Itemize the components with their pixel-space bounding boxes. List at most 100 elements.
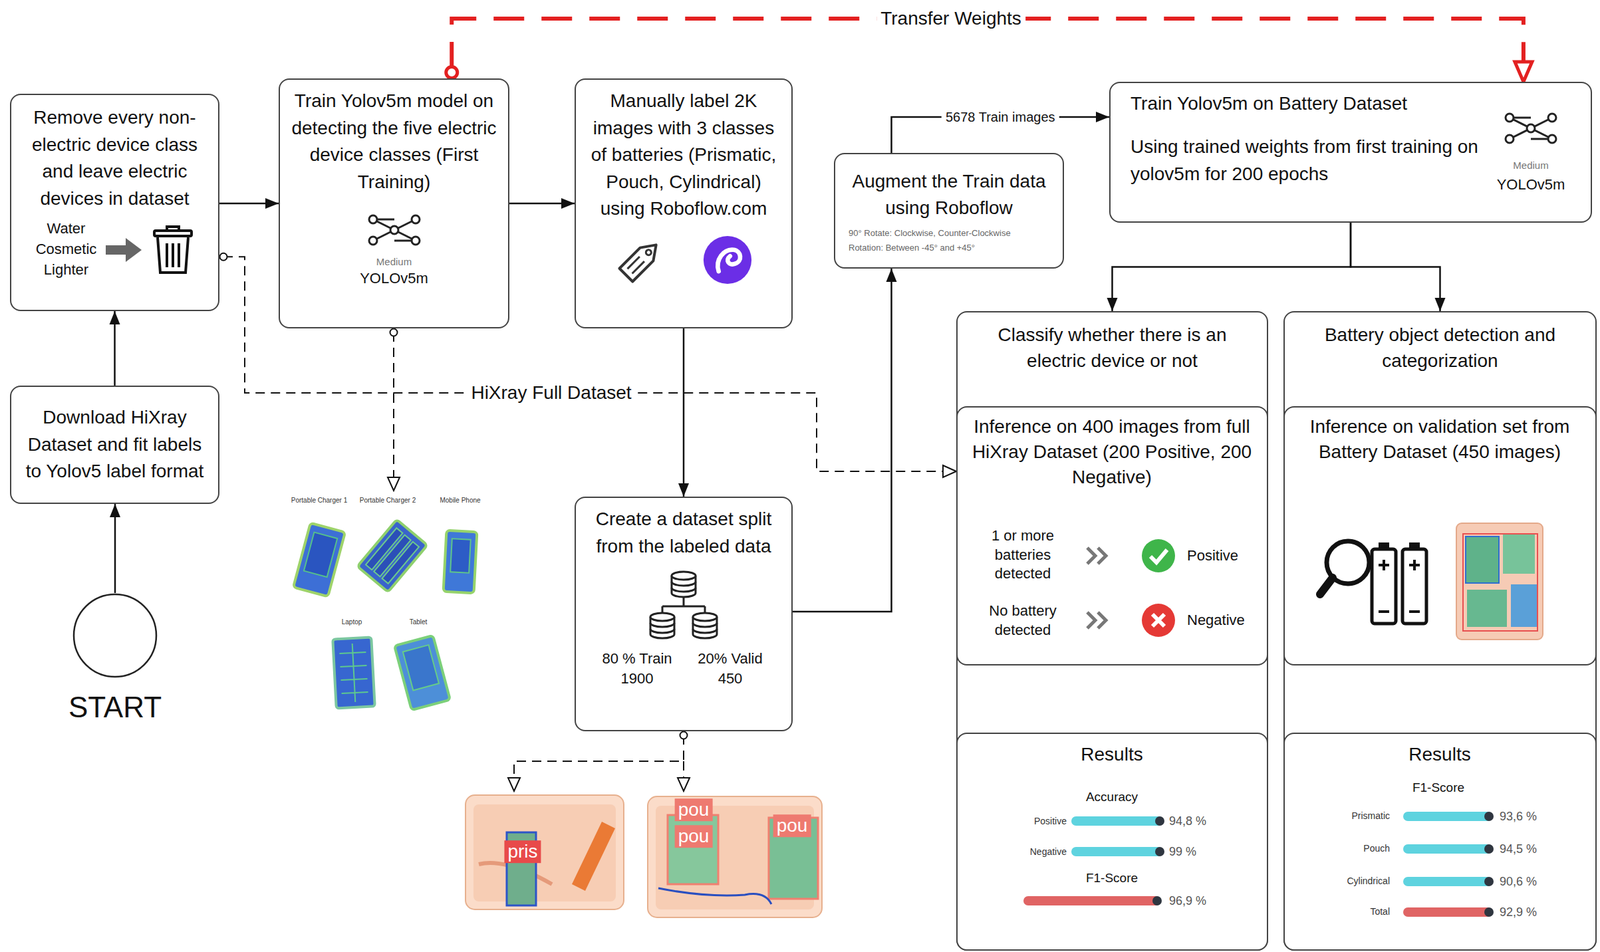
text-slot: Download HiXray Dataset and fit labels t… bbox=[19, 404, 211, 486]
edge-label-slot: HiXray Full Dataset bbox=[466, 381, 636, 405]
text-slot: Rotation: Between -45° and +45° bbox=[848, 242, 975, 255]
model-name: YOLOv5m bbox=[1496, 174, 1566, 195]
shape-rect bbox=[465, 795, 624, 910]
bar-label: Cylindrical bbox=[1346, 875, 1390, 888]
bar-cap bbox=[1155, 816, 1165, 826]
shape-rect bbox=[667, 815, 719, 885]
bar-cap bbox=[1155, 847, 1165, 857]
shape-circle bbox=[1141, 603, 1176, 638]
shape-rect bbox=[1463, 533, 1538, 632]
text-slot: Results bbox=[1080, 742, 1143, 768]
text-slot: 94,5 % bbox=[1499, 841, 1537, 858]
shape-circle bbox=[1141, 539, 1176, 573]
bar-label: Pouch bbox=[1363, 842, 1390, 856]
metric-bar bbox=[1403, 877, 1493, 887]
shape-path bbox=[662, 597, 705, 614]
trash-icon bbox=[152, 224, 194, 276]
text-slot: Classify whether there is an electric de… bbox=[966, 321, 1258, 374]
shape-path bbox=[1509, 117, 1553, 139]
label-slot: Portable Charger 1 bbox=[291, 496, 348, 505]
process-box: Train Yolov5m on Battery DatasetUsing tr… bbox=[1109, 81, 1593, 223]
shape-circle bbox=[1526, 124, 1535, 133]
augment-setting: 90° Rotate: Clockwise, Counter-Clockwise bbox=[848, 227, 1011, 240]
bar-label: Total bbox=[1369, 905, 1390, 919]
item-row: 80 % Train 190020% Valid 450 bbox=[593, 649, 774, 689]
augment-setting: Rotation: Between -45° and +45° bbox=[848, 242, 975, 255]
text-slot: Negative bbox=[1030, 845, 1067, 859]
roboflow-logo bbox=[702, 234, 753, 286]
shape-path bbox=[571, 821, 616, 892]
edge-label: Transfer Weights bbox=[876, 7, 1026, 30]
node-text: Manually label 2K images with 3 classes … bbox=[585, 87, 783, 223]
text-slot: No battery detected bbox=[979, 601, 1067, 640]
shape-ellipse bbox=[692, 613, 717, 622]
text-slot: Accuracy bbox=[1085, 788, 1138, 806]
flow-arrow bbox=[682, 328, 685, 497]
metric-bar bbox=[1023, 896, 1161, 906]
text-slot: Manually label 2K images with 3 classes … bbox=[585, 87, 783, 223]
process-box: Manually label 2K images with 3 classes … bbox=[574, 78, 793, 329]
shape-rect bbox=[1465, 536, 1499, 584]
shape-circle bbox=[369, 215, 378, 224]
text-slot: 96,9 % bbox=[1169, 893, 1207, 910]
node-text: Train Yolov5m on Battery Dataset bbox=[1130, 91, 1408, 117]
shape-g bbox=[293, 523, 346, 598]
panel-heading: Battery object detection and categorizat… bbox=[1294, 321, 1587, 374]
shape-path bbox=[393, 332, 395, 491]
metric-heading: F1-Score bbox=[1085, 869, 1138, 888]
item-row bbox=[614, 233, 753, 287]
shape-g bbox=[443, 530, 478, 594]
positive-icon bbox=[1141, 538, 1176, 574]
flow-arrow bbox=[219, 202, 279, 205]
process-box: Download HiXray Dataset and fit labels t… bbox=[9, 385, 220, 505]
bar-label: Positive bbox=[1034, 815, 1067, 828]
split-count: 80 % Train 1900 bbox=[593, 649, 681, 689]
bar-cap bbox=[1484, 811, 1494, 822]
shape-circle bbox=[1548, 113, 1557, 122]
shape-circle bbox=[1505, 134, 1514, 143]
text-slot: Results bbox=[1408, 742, 1471, 768]
shape-ellipse bbox=[671, 571, 696, 580]
process-box: Create a dataset split from the labeled … bbox=[574, 496, 793, 732]
text-slot: F1-Score bbox=[1412, 779, 1465, 797]
item-row: Water Cosmetic Lighter bbox=[35, 218, 195, 280]
results-box: ResultsAccuracyPositive94,8 %Negative99 … bbox=[956, 732, 1269, 951]
class-list: Water Cosmetic Lighter bbox=[35, 218, 98, 280]
bar-value: 92,9 % bbox=[1499, 904, 1537, 921]
shape-rect bbox=[1502, 533, 1535, 574]
process-box: Train Yolov5m model on detecting the fiv… bbox=[278, 78, 510, 329]
detection-tag: pris bbox=[504, 840, 541, 864]
database-icon bbox=[643, 569, 724, 643]
inference-box: Inference on validation set from Battery… bbox=[1283, 406, 1597, 666]
shape-path bbox=[627, 256, 644, 274]
shape-rect bbox=[303, 532, 338, 578]
metric-heading: Accuracy bbox=[1085, 788, 1138, 806]
node-text: Create a dataset split from the labeled … bbox=[585, 506, 783, 560]
metric-bar bbox=[1403, 844, 1493, 854]
edge-label: 5678 Train images bbox=[941, 109, 1060, 126]
edge-label-slot: 5678 Train images bbox=[941, 109, 1060, 126]
label-slot: Laptop bbox=[341, 618, 363, 627]
model-size: Medium bbox=[376, 255, 412, 269]
bar-value: 93,6 % bbox=[1499, 808, 1537, 825]
process-box: Augment the Train data using Roboflow90°… bbox=[833, 152, 1065, 269]
shape-g bbox=[369, 215, 420, 245]
text-slot: Prismatic bbox=[1351, 809, 1390, 823]
shape-rect bbox=[1466, 589, 1507, 628]
shape-path bbox=[692, 623, 717, 634]
arrow-icon bbox=[105, 236, 143, 264]
bar-value: 94,5 % bbox=[1499, 841, 1537, 858]
shape-path bbox=[339, 643, 370, 703]
results-heading: Results bbox=[1080, 742, 1143, 768]
node-text: Download HiXray Dataset and fit labels t… bbox=[19, 404, 211, 486]
text-slot: Positive bbox=[1034, 815, 1067, 828]
node-text: Train Yolov5m model on detecting the fiv… bbox=[289, 87, 499, 196]
text-slot: Train Yolov5m on Battery Dataset bbox=[1130, 91, 1408, 117]
bar-value: 94,8 % bbox=[1169, 813, 1207, 830]
start-label: START bbox=[68, 690, 162, 726]
shape-polyline bbox=[1097, 612, 1106, 629]
text-slot: Remove every non-electric device class a… bbox=[19, 104, 211, 213]
label-slot: pou bbox=[674, 798, 713, 822]
text-slot: YOLOv5m bbox=[1496, 174, 1566, 195]
